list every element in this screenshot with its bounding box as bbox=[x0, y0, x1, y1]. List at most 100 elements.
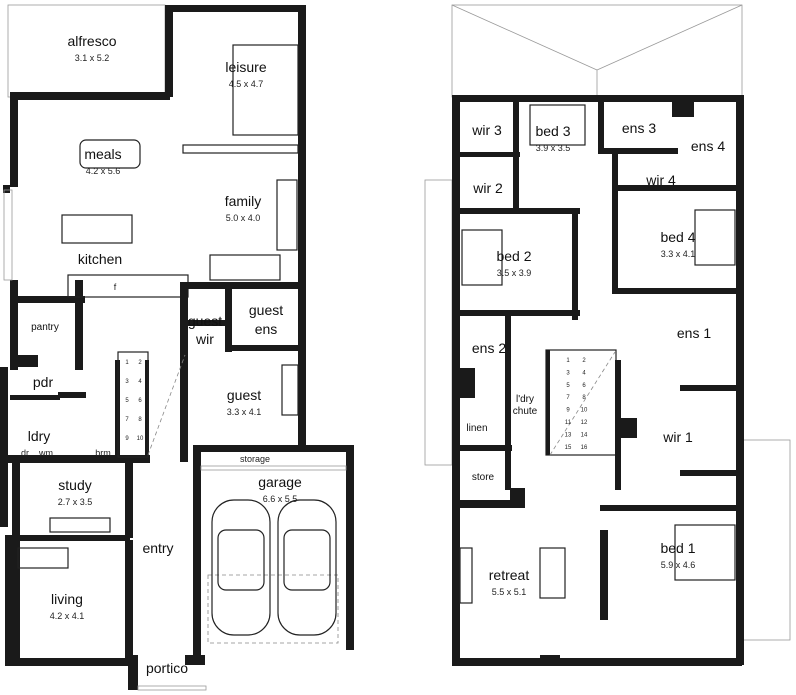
wall bbox=[12, 463, 20, 663]
wall bbox=[58, 392, 86, 398]
upper-room-size: 5.9 x 4.6 bbox=[661, 560, 696, 570]
stair-step-number: 8 bbox=[138, 417, 142, 423]
upper-stairs bbox=[545, 349, 617, 456]
upper-floor-plan bbox=[424, 4, 791, 666]
balcony-outline bbox=[424, 179, 453, 466]
stair-step-number: 8 bbox=[582, 395, 586, 401]
stair-step-number: 14 bbox=[581, 432, 588, 438]
upper-room-name: bed 3 bbox=[535, 123, 570, 139]
stair-step-number: 1 bbox=[566, 358, 570, 364]
ground-small-label: wm bbox=[38, 448, 53, 458]
wall bbox=[10, 355, 38, 367]
stair-step-number: 13 bbox=[565, 432, 572, 438]
stair-step-number: 9 bbox=[566, 408, 570, 414]
upper-small-label: chute bbox=[513, 406, 538, 417]
upper-small-label: linen bbox=[466, 423, 487, 434]
upper-room-size: 3.9 x 3.5 bbox=[536, 143, 571, 153]
wall bbox=[540, 655, 560, 665]
wall bbox=[193, 445, 353, 452]
ground-small-label: storage bbox=[240, 454, 270, 464]
living-sofa bbox=[17, 547, 69, 569]
ground-room-name: study bbox=[58, 477, 91, 493]
stair-step-number: 3 bbox=[566, 370, 570, 376]
stair-step-number: 11 bbox=[565, 420, 572, 426]
upper-room-name: ens 3 bbox=[622, 120, 656, 136]
family-tv-unit bbox=[209, 254, 281, 281]
roof-outline bbox=[451, 4, 743, 98]
wall bbox=[598, 148, 678, 154]
upper-room-name: ens 2 bbox=[472, 340, 506, 356]
car-icon bbox=[277, 499, 337, 636]
ground-room-name: meals bbox=[84, 146, 121, 162]
wall bbox=[75, 280, 83, 370]
garage-door-line bbox=[207, 574, 339, 644]
wall bbox=[736, 95, 744, 665]
wall bbox=[600, 530, 608, 620]
retreat-sofa bbox=[539, 547, 566, 599]
wall bbox=[180, 282, 300, 289]
wall bbox=[10, 395, 60, 400]
wall bbox=[5, 658, 135, 666]
wall bbox=[452, 95, 742, 102]
stair-step-number: 6 bbox=[582, 383, 586, 389]
ground-room-name: leisure bbox=[225, 59, 266, 75]
wall bbox=[460, 310, 580, 316]
wall bbox=[615, 418, 637, 438]
bed4-bed bbox=[694, 209, 736, 266]
window bbox=[3, 189, 13, 281]
wall bbox=[513, 102, 519, 210]
ground-room-size: 3.3 x 4.1 bbox=[227, 407, 262, 417]
upper-room-size: 3.5 x 3.9 bbox=[497, 268, 532, 278]
wall bbox=[145, 360, 149, 460]
stair-step-number: 12 bbox=[581, 420, 588, 426]
stair-step-number: 5 bbox=[125, 398, 129, 404]
stair-step-number: 10 bbox=[137, 436, 144, 442]
ground-room-size: 6.6 x 5.5 bbox=[263, 494, 298, 504]
wall bbox=[572, 210, 578, 320]
stair-step-number: 1 bbox=[125, 360, 129, 366]
wall bbox=[672, 95, 694, 117]
upper-room-name: retreat bbox=[489, 567, 530, 583]
garage-storage-shelf bbox=[200, 465, 347, 471]
wall bbox=[125, 540, 133, 665]
stair-step-number: 15 bbox=[565, 445, 572, 451]
stair-step-number: 9 bbox=[125, 436, 129, 442]
kitchen-bench bbox=[67, 274, 189, 298]
stair-step-number: 7 bbox=[566, 395, 570, 401]
wall bbox=[455, 368, 475, 398]
family-bench bbox=[182, 144, 299, 154]
ground-small-label: brm bbox=[95, 448, 111, 458]
stair-step-number: 6 bbox=[138, 398, 142, 404]
stair-step-number: 5 bbox=[566, 383, 570, 389]
stair-line bbox=[147, 354, 186, 456]
ground-room-name: garage bbox=[258, 474, 302, 490]
ground-small-label: pantry bbox=[31, 322, 59, 333]
wall bbox=[612, 185, 740, 191]
upper-room-name: bed 1 bbox=[660, 540, 695, 556]
retreat-tv-unit bbox=[459, 547, 473, 604]
wall bbox=[680, 470, 740, 476]
wall bbox=[185, 655, 205, 665]
ground-small-label: f bbox=[114, 282, 117, 292]
study-desk bbox=[49, 517, 111, 533]
wall bbox=[12, 535, 130, 541]
ground-small-label: ens bbox=[255, 321, 278, 337]
wall bbox=[460, 208, 580, 214]
ground-small-label: dr bbox=[21, 448, 29, 458]
wall bbox=[600, 505, 740, 511]
upper-room-name: bed 2 bbox=[496, 248, 531, 264]
ground-small-label: wir bbox=[195, 331, 214, 347]
upper-room-name: wir 4 bbox=[645, 172, 676, 188]
wall bbox=[128, 655, 138, 690]
stair-step-number: 16 bbox=[581, 445, 588, 451]
wall bbox=[5, 535, 13, 665]
wall bbox=[188, 320, 228, 326]
wall bbox=[0, 367, 8, 527]
stair-step-number: 4 bbox=[138, 379, 142, 385]
upper-room-name: ens 4 bbox=[691, 138, 725, 154]
wall bbox=[225, 282, 232, 352]
wall bbox=[612, 148, 618, 288]
ground-stairs bbox=[117, 351, 186, 458]
wall bbox=[10, 92, 170, 100]
